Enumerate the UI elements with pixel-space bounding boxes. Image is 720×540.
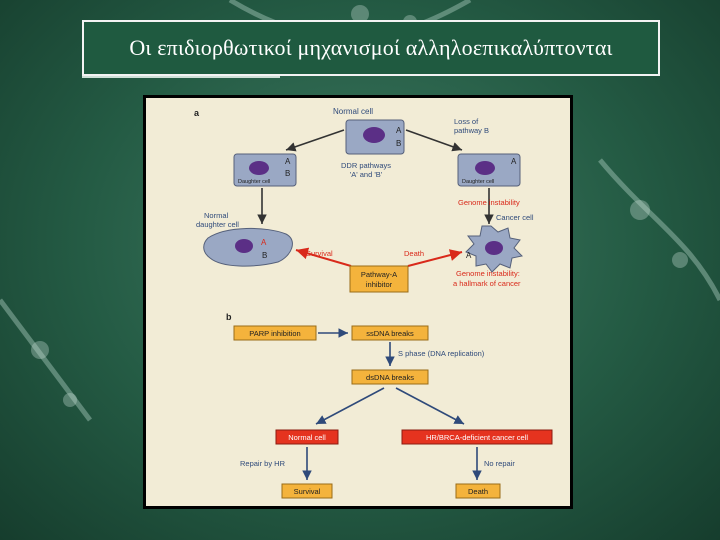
dsdna-breaks-label: dsDNA breaks xyxy=(366,373,414,382)
genome-instability-label: Genome instability xyxy=(458,198,520,207)
inhibitor-line2: inhibitor xyxy=(366,280,393,289)
normal-cell-nucleus xyxy=(363,127,385,143)
survival-arrow xyxy=(295,247,352,267)
survival-label: Survival xyxy=(306,249,333,258)
normal-cell-letter-a: A xyxy=(396,126,402,135)
normal-daughter-line2: daughter cell xyxy=(196,220,239,229)
ddr-pathways-line1: DDR pathways xyxy=(341,161,391,170)
arrow-dsdna-to-cancer xyxy=(395,387,465,425)
normal-cell-box xyxy=(275,429,339,445)
ddr-pathways-line2: 'A' and 'B' xyxy=(350,170,383,179)
pathway-diagram: a Normal cell A B Loss of pathway B DDR … xyxy=(146,98,570,506)
death-label: Death xyxy=(404,249,424,258)
death-arrow xyxy=(407,249,463,267)
panel-b-death-label: Death xyxy=(468,487,488,496)
hr-brca-label: HR/BRCA-deficient cancer cell xyxy=(426,433,528,442)
inhibitor-line1: Pathway-A xyxy=(361,270,397,279)
parp-inhibition-label: PARP inhibition xyxy=(249,329,300,338)
loss-of-pathway-line2: pathway B xyxy=(454,126,489,135)
s-phase-label: S phase (DNA replication) xyxy=(398,349,485,358)
ssdna-breaks-box xyxy=(351,325,429,341)
right-daughter-nucleus xyxy=(475,161,495,175)
repair-by-hr-label: Repair by HR xyxy=(240,459,286,468)
hr-brca-box xyxy=(401,429,553,445)
normal-cell-letter-b: B xyxy=(396,139,401,148)
slide-title-box: Οι επιδιορθωτικοί μηχανισμοί αλληλοεπικα… xyxy=(82,20,660,76)
pathway-a-inhibitor-box xyxy=(349,265,409,293)
cancer-cell-letter-a: A xyxy=(466,251,472,260)
survival-box xyxy=(281,483,333,499)
no-repair-label: No repair xyxy=(484,459,515,468)
arrow-dsdna-to-normal xyxy=(315,387,385,425)
ssdna-breaks-label: ssDNA breaks xyxy=(366,329,414,338)
normal-cell-label: Normal cell xyxy=(333,107,373,116)
hallmark-line1: Genome instability: xyxy=(456,269,520,278)
hallmark-line2: a hallmark of cancer xyxy=(453,279,521,288)
figure-frame: a Normal cell A B Loss of pathway B DDR … xyxy=(143,95,573,509)
arrow-to-left-daughter xyxy=(285,129,345,152)
left-daughter-letter-b: B xyxy=(285,169,290,178)
panel-b-normal-cell-label: Normal cell xyxy=(288,433,326,442)
panel-b-label: b xyxy=(226,312,232,322)
title-underline xyxy=(82,76,280,78)
death-box xyxy=(455,483,501,499)
normal-daughter-line1: Normal xyxy=(204,211,229,220)
loss-of-pathway-line1: Loss of xyxy=(454,117,479,126)
arrow-to-right-daughter xyxy=(405,129,463,152)
panel-a-label: a xyxy=(194,108,200,118)
left-daughter-label: Daughter cell xyxy=(238,179,270,185)
survival-cell-nucleus xyxy=(235,239,253,253)
cancer-cell-nucleus xyxy=(485,241,503,255)
slide-title: Οι επιδιορθωτικοί μηχανισμοί αλληλοεπικα… xyxy=(129,35,613,60)
left-daughter-letter-a: A xyxy=(285,157,291,166)
right-daughter-label: Daughter cell xyxy=(462,179,494,185)
panel-b-survival-label: Survival xyxy=(294,487,321,496)
dsdna-breaks-box xyxy=(351,369,429,385)
survival-cell-letter-b: B xyxy=(262,251,267,260)
parp-inhibition-box xyxy=(233,325,317,341)
survival-cell-letter-a: A xyxy=(261,238,267,247)
left-daughter-nucleus xyxy=(249,161,269,175)
cancer-cell-label: Cancer cell xyxy=(496,213,534,222)
right-daughter-letter-a: A xyxy=(511,157,517,166)
